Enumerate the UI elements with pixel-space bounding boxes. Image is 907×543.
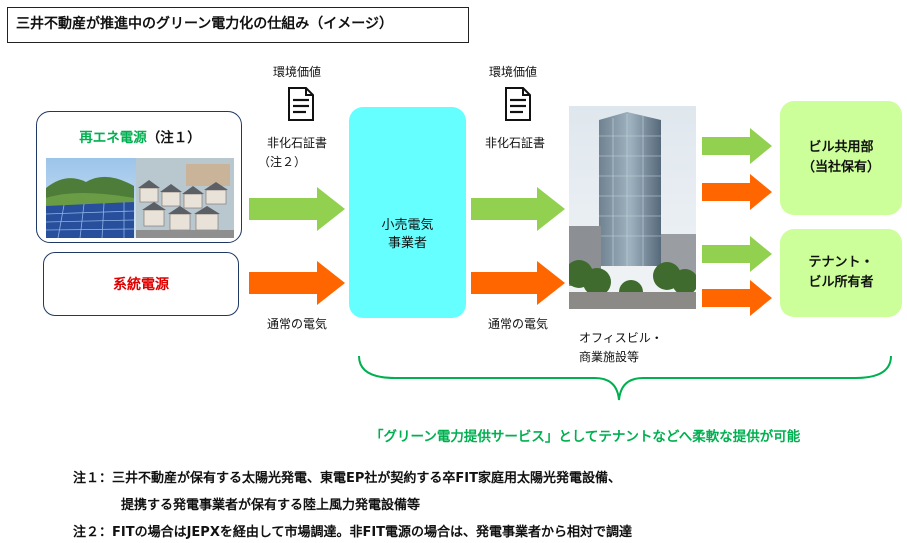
document-icon: [288, 87, 314, 121]
env-value-label-2: 環境価値: [488, 65, 537, 79]
document-icon: [505, 87, 531, 121]
note-2: 注２：FITの場合はJEPXを経由して市場調達。非FIT電源の場合は、発電事業者…: [73, 525, 633, 540]
note-1-line1: 注１：三井不動産が保有する太陽光発電、東電EP社が契約する卒FIT家庭用太陽光発…: [73, 471, 621, 486]
tenant-line1: テナント・: [808, 255, 874, 270]
common-area-line2: （当社保有）: [801, 160, 880, 175]
grid-source-box: 系統電源: [43, 252, 239, 316]
grouping-brace: [358, 355, 892, 401]
building-photo: [569, 106, 696, 309]
renewable-source-note: （注１）: [146, 130, 201, 146]
common-area-box: ビル共用部 （当社保有）: [780, 101, 902, 215]
retailer-line2: 事業者: [387, 236, 427, 251]
env-value-label-1: 環境価値: [272, 65, 321, 79]
normal-power-label-2: 通常の電気: [487, 317, 548, 331]
green-arrow-to-building: [471, 187, 565, 231]
diagram-title: 三井不動産が推進中のグリーン電力化の仕組み（イメージ）: [7, 7, 469, 43]
retailer-box: 小売電気 事業者: [349, 107, 466, 318]
service-text: 「グリーン電力提供サービス」としてテナントなどへ柔軟な提供が可能: [370, 429, 801, 445]
common-area-line1: ビル共用部: [808, 140, 874, 155]
certificate-note: （注２）: [257, 155, 306, 169]
green-arrow-to-retailer: [249, 187, 345, 231]
renewable-source-box: 再エネ電源（注１）: [36, 111, 242, 243]
orange-arrow-to-tenant: [702, 280, 772, 316]
orange-arrow-to-retailer: [249, 261, 345, 305]
tenant-line2: ビル所有者: [808, 275, 874, 290]
building-line2: 商業施設等: [579, 350, 640, 364]
building-label: オフィスビル・ 商業施設等: [579, 329, 663, 367]
certificate-label-1: 非化石証書: [266, 136, 327, 150]
note-1-line2: 提携する発電事業者が保有する陸上風力発電設備等: [121, 498, 421, 513]
renewable-source-label: 再エネ電源: [79, 130, 147, 146]
grid-source-label: 系統電源: [113, 277, 169, 293]
certificate-label-2: 非化石証書: [484, 136, 545, 150]
normal-power-label-1: 通常の電気: [266, 317, 327, 331]
orange-arrow-to-building: [471, 261, 565, 305]
building-line1: オフィスビル・: [579, 331, 663, 345]
orange-arrow-to-common-area: [702, 174, 772, 210]
retailer-label: 小売電気 事業者: [349, 217, 466, 253]
renewable-photo: [46, 158, 234, 238]
retailer-line1: 小売電気: [381, 218, 434, 233]
tenant-box: テナント・ ビル所有者: [780, 229, 902, 317]
green-arrow-to-common-area: [702, 128, 772, 164]
green-arrow-to-tenant: [702, 236, 772, 272]
renewable-source-title: 再エネ電源（注１）: [37, 126, 241, 146]
